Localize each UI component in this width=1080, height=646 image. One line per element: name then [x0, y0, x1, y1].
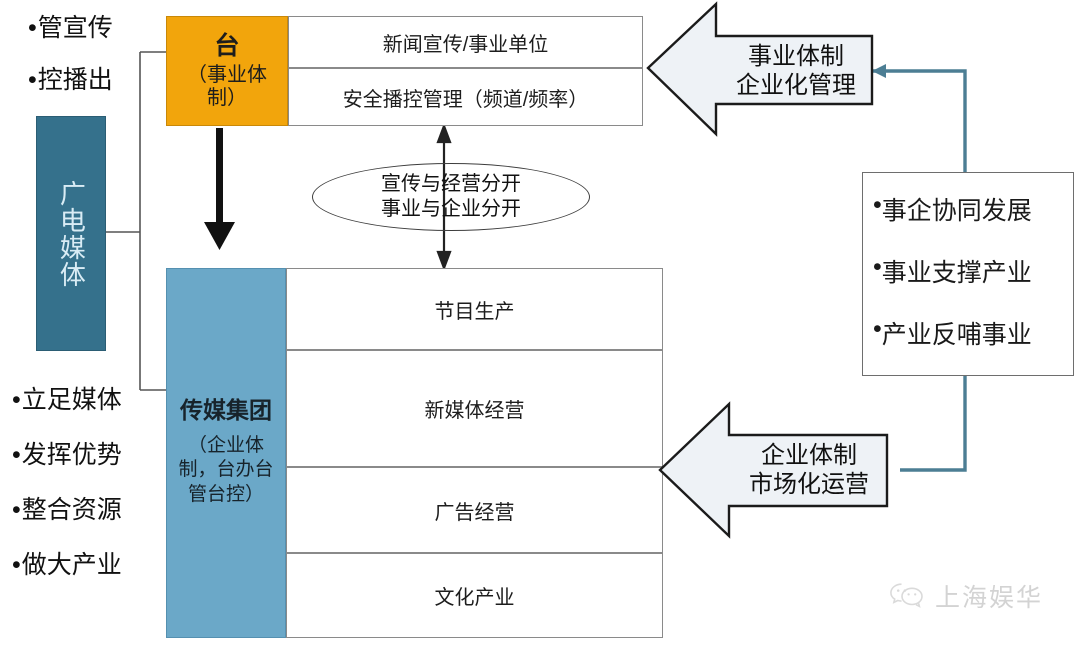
bullet-label: 做大产业 [21, 551, 122, 579]
group-subtitle: （企业体制，台办台管台控） [178, 434, 274, 505]
ellipse-line-2: 事业与企业分开 [381, 198, 521, 220]
bullet-icon: • [12, 496, 21, 524]
top-arrow-label: 事业体制 企业化管理 [722, 42, 870, 101]
bullet-icon: • [28, 66, 37, 94]
bullet-icon: • [873, 253, 882, 281]
list-item: • 立足媒体 [12, 388, 172, 413]
bullet-label: 控播出 [37, 66, 113, 94]
list-item: • 事业支撑产业 [873, 253, 1073, 289]
list-item: • 事企协同发展 [873, 191, 1073, 227]
watermark: 上海娱华 [888, 578, 1043, 614]
group-row-3[interactable]: 文化产业 [286, 553, 663, 638]
list-item: • 产业反哺事业 [873, 315, 1073, 351]
list-item: • 整合资源 [12, 498, 172, 523]
group-row-label: 节目生产 [434, 300, 515, 323]
group-row-label: 文化产业 [434, 587, 515, 609]
bullet-label: 管宣传 [37, 14, 113, 42]
watermark-text: 上海娱华 [935, 584, 1044, 612]
bullet-icon: • [873, 315, 882, 343]
bullet-label: 整合资源 [21, 496, 122, 524]
top-arrow-line-1: 事业体制 [748, 43, 844, 70]
top-block-arrow-shape [646, 1, 874, 137]
synergy-info-box[interactable]: • 事企协同发展 • 事业支撑产业 • 产业反哺事业 [862, 172, 1074, 376]
bullet-icon: • [12, 386, 21, 414]
down-arrow-icon [204, 128, 235, 250]
list-item: • 发挥优势 [12, 443, 172, 468]
group-box[interactable]: 传媒集团 （企业体制，台办台管台控） [166, 268, 286, 638]
bullet-icon: • [12, 551, 21, 579]
list-item: • 做大产业 [12, 553, 172, 578]
group-row-1[interactable]: 新媒体经营 [286, 350, 663, 467]
group-row-label: 新媒体经营 [424, 400, 525, 422]
bullet-label: 事企协同发展 [881, 197, 1032, 225]
station-row-label: 安全播控管理（频道/频率） [342, 88, 589, 111]
bottom-arrow-label: 企业体制 市场化运营 [733, 441, 885, 500]
group-row-0[interactable]: 节目生产 [286, 268, 663, 350]
bullet-icon: • [12, 441, 21, 469]
bullet-label: 事业支撑产业 [881, 259, 1032, 287]
bullet-icon: • [873, 191, 882, 219]
bottom-arrow-line-2: 市场化运营 [749, 471, 869, 499]
station-row-label: 新闻宣传/事业单位 [382, 33, 549, 56]
station-subtitle: （事业体制） [187, 64, 267, 109]
teal-arrowhead-top [872, 64, 886, 78]
station-row-0[interactable]: 新闻宣传/事业单位 [288, 16, 643, 68]
station-box[interactable]: 台 （事业体制） [166, 16, 288, 126]
group-title: 传媒集团 [180, 397, 272, 424]
bottom-block-arrow-shape [658, 401, 889, 539]
bullet-label: 产业反哺事业 [881, 321, 1032, 349]
list-item: • 控播出 [28, 68, 178, 93]
bullet-icon: • [28, 14, 37, 42]
media-label-text: 广电媒体 [56, 179, 87, 288]
bottom-arrow-line-1: 企业体制 [761, 442, 857, 469]
left-top-bullet-list: • 管宣传 • 控播出 [28, 16, 178, 93]
bullet-label: 立足媒体 [21, 386, 122, 414]
wechat-icon [890, 583, 923, 608]
left-bottom-bullet-list: • 立足媒体 • 发挥优势 • 整合资源 • 做大产业 [12, 388, 172, 578]
group-row-2[interactable]: 广告经营 [286, 467, 663, 553]
station-title: 台 [214, 31, 240, 60]
ellipse-line-1: 宣传与经营分开 [381, 173, 521, 195]
bullet-label: 发挥优势 [21, 441, 122, 469]
media-label-box[interactable]: 广电媒体 [36, 116, 106, 351]
top-arrow-line-2: 企业化管理 [736, 72, 856, 100]
group-row-label: 广告经营 [434, 501, 515, 524]
bracket-connector [106, 51, 166, 391]
station-row-1[interactable]: 安全播控管理（频道/频率） [288, 68, 643, 126]
list-item: • 管宣传 [28, 16, 178, 41]
separation-principle-ellipse[interactable]: 宣传与经营分开 事业与企业分开 [312, 163, 590, 231]
